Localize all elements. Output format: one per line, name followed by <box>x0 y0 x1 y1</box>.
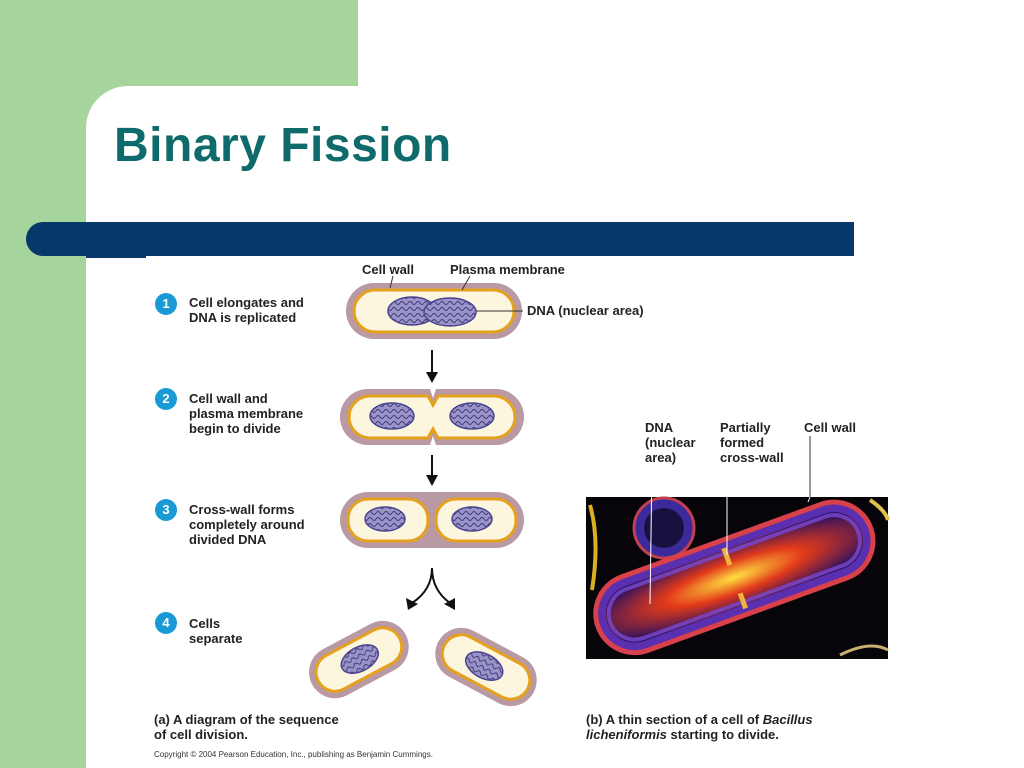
micro-label-cross-wall: Partially formed cross-wall <box>720 420 784 465</box>
step-4-text: Cells separate <box>189 616 243 646</box>
step-4-badge: 4 <box>155 612 177 634</box>
title-divider-underline <box>86 256 146 258</box>
micrograph-image <box>586 436 890 659</box>
caption-b-text-2: starting to divide. <box>666 727 779 742</box>
micro-label-cell-wall: Cell wall <box>804 420 857 435</box>
title-divider-bar <box>26 222 854 256</box>
arrow-split <box>406 567 455 610</box>
micro-label-dna: DNA (nuclear area) <box>645 420 696 465</box>
cell-step-1 <box>346 275 523 339</box>
cell-step-3 <box>340 492 524 548</box>
copyright-notice: Copyright © 2004 Pearson Education, Inc.… <box>154 750 433 759</box>
caption-b-tag: (b) <box>586 712 603 727</box>
white-panel-top <box>358 0 1024 90</box>
caption-b-species: Bacillus licheniformis <box>586 712 813 742</box>
cell-step-4-right <box>435 627 537 707</box>
caption-a-tag: (a) <box>154 712 170 727</box>
label-cell-wall: Cell wall <box>362 262 415 277</box>
slide-title: Binary Fission <box>114 119 452 172</box>
arrow-down-1 <box>426 350 438 383</box>
arrow-down-2 <box>426 455 438 486</box>
label-plasma-membrane: Plasma membrane <box>450 262 565 277</box>
caption-a: (a) A diagram of the sequence of cell di… <box>154 712 339 742</box>
step-1-badge: 1 <box>155 293 177 315</box>
step-3-text: Cross-wall forms completely around divid… <box>189 502 305 547</box>
cell-step-2 <box>340 389 524 445</box>
caption-b-text-1: A thin section of a cell of <box>605 712 763 727</box>
step-2-text: Cell wall and plasma membrane begin to d… <box>189 391 304 436</box>
step-2-badge: 2 <box>155 388 177 410</box>
step-3-badge: 3 <box>155 499 177 521</box>
step-1-text: Cell elongates and DNA is replicated <box>189 295 304 325</box>
label-dna-nuclear-area: DNA (nuclear area) <box>527 303 644 318</box>
caption-b: (b) A thin section of a cell of Bacillus… <box>586 712 813 742</box>
green-background <box>0 0 358 88</box>
cell-step-4-left <box>309 620 409 699</box>
caption-a-text: A diagram of the sequence of cell divisi… <box>154 712 339 742</box>
